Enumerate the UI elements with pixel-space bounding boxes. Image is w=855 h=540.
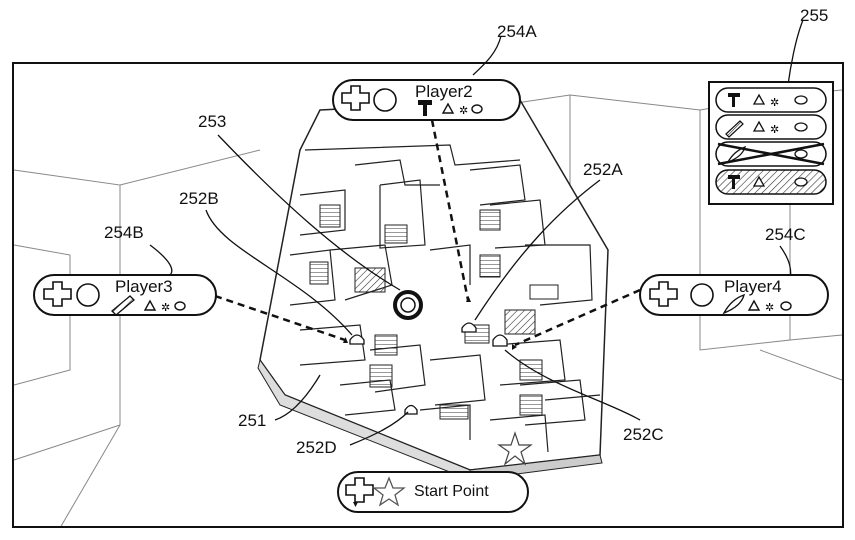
- callout-252C: 252C: [623, 425, 664, 444]
- start-point-label: Start Point: [414, 483, 489, 500]
- oval-icon: [794, 95, 808, 105]
- feather-icon: [722, 293, 745, 315]
- item-row-3-crossed: [715, 141, 827, 167]
- hammer-icon: [728, 93, 740, 107]
- oval-icon: [780, 301, 792, 311]
- triangle-icon: [441, 102, 455, 114]
- ruler-icon: [111, 295, 135, 316]
- star-gear-icon: ✲: [765, 302, 774, 314]
- dpad-icon: [345, 477, 374, 503]
- player3-name: Player3: [115, 277, 173, 296]
- controller-icon: [690, 283, 714, 307]
- star-icon: [372, 476, 406, 507]
- star-gear-icon: ✲: [770, 97, 779, 109]
- player2-status-pill: ✲: [332, 79, 521, 121]
- callout-leaders: [149, 19, 804, 446]
- callout-254C: 254C: [765, 225, 806, 244]
- star-gear-icon: ✲: [161, 302, 170, 314]
- item-row-4-hatched: [715, 169, 827, 195]
- item-panel: ✲ ✲: [708, 81, 834, 205]
- oval-icon: [794, 149, 808, 159]
- callout-252B: 252B: [179, 189, 219, 208]
- callout-254A: 254A: [497, 22, 537, 41]
- callout-252D: 252D: [296, 438, 337, 457]
- oval-icon: [471, 104, 483, 114]
- star-gear-icon: ✲: [770, 124, 779, 136]
- ring-marker-icon: [393, 290, 423, 320]
- player-markers: [349, 322, 508, 415]
- callout-255: 255: [800, 6, 829, 25]
- hammer-icon: [418, 100, 432, 116]
- feather-icon: [726, 145, 746, 164]
- ruler-icon: [725, 120, 744, 138]
- maze-board: [257, 99, 609, 481]
- callout-252A: 252A: [583, 160, 623, 179]
- triangle-icon: [752, 93, 766, 105]
- triangle-icon: [143, 299, 157, 311]
- dpad-icon: [341, 85, 370, 111]
- star-gear-icon: ✲: [459, 105, 468, 117]
- player3-status-pill: ✲: [33, 274, 217, 316]
- dpad-icon: [43, 281, 72, 307]
- triangle-icon: [747, 299, 761, 311]
- player4-name: Player4: [724, 277, 782, 296]
- hammer-icon: [728, 175, 740, 189]
- dpad-icon: [649, 281, 678, 307]
- item-row-1: ✲: [715, 87, 827, 113]
- game-screen-frame: [12, 62, 844, 528]
- dashed-indicator-lines: [214, 119, 641, 347]
- controller-icon: [76, 283, 100, 307]
- triangle-icon: [752, 120, 766, 132]
- item-row-2: ✲: [715, 114, 827, 140]
- oval-icon: [794, 177, 808, 187]
- start-star-icon: [497, 431, 533, 466]
- player2-name: Player2: [415, 82, 473, 101]
- controller-icon: [373, 88, 397, 112]
- player4-status-pill: ✲: [639, 274, 829, 316]
- start-point-pill: [337, 471, 529, 513]
- oval-icon: [794, 122, 808, 132]
- callout-253: 253: [198, 112, 227, 131]
- oval-icon: [174, 301, 186, 311]
- triangle-icon: [752, 175, 766, 187]
- callout-251: 251: [238, 411, 267, 430]
- callout-254B: 254B: [104, 223, 144, 242]
